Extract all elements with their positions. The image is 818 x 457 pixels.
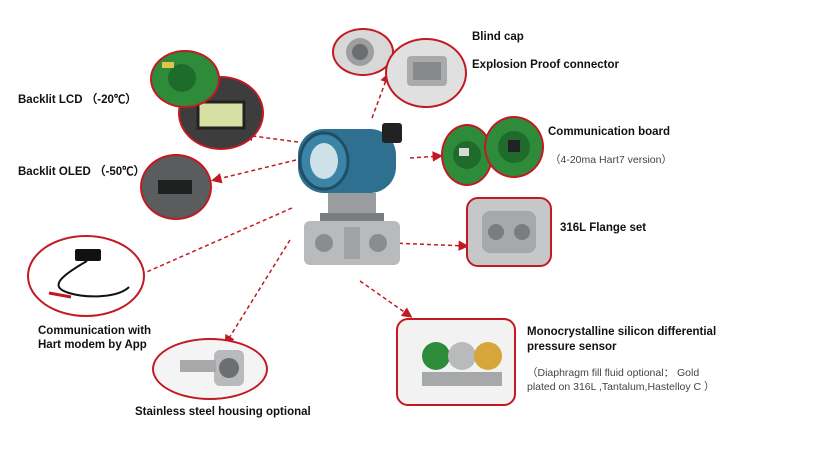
blind-cap-image <box>332 28 394 76</box>
sensor-label-2: pressure sensor <box>527 341 617 353</box>
arrow-blind-cap <box>371 72 391 119</box>
stainless-housing-image <box>152 338 268 400</box>
arrow-housing <box>224 239 291 346</box>
arrow-oled <box>211 159 297 184</box>
arrow-hart-modem <box>130 207 293 280</box>
sensor-image <box>396 318 516 406</box>
hart-modem-image <box>27 235 145 317</box>
sensor-note-1: （Diaphragm fill fluid optional： Gold <box>527 367 700 379</box>
flange-set-image <box>466 197 552 267</box>
sensor-label-1: Monocrystalline silicon differential <box>527 326 717 338</box>
arrow-sensor <box>359 280 413 318</box>
arrow-flange <box>391 240 469 251</box>
communication-board-image-right <box>484 116 544 178</box>
explosion-proof-label: Explosion Proof connector <box>472 59 619 71</box>
transmitter-image <box>290 117 412 280</box>
backlit-oled-label: Backlit OLED （-50℃） <box>18 166 146 178</box>
blind-cap-label: Blind cap <box>472 31 524 43</box>
lcd-pcb-image <box>150 50 220 108</box>
hart-modem-label-1: Communication with <box>38 325 152 337</box>
explosion-proof-connector-image <box>385 38 467 108</box>
stainless-housing-label: Stainless steel housing optional <box>135 406 311 418</box>
hart-modem-label-2: Hart modem by App <box>38 339 147 351</box>
backlit-lcd-label: Backlit LCD （-20℃） <box>18 94 137 106</box>
communication-board-note: （4-20ma Hart7 version） <box>550 154 672 166</box>
flange-set-label: 316L Flange set <box>560 222 647 234</box>
arrow-comm-board <box>409 151 443 162</box>
backlit-oled-image <box>140 154 212 220</box>
communication-board-label: Communication board <box>548 126 671 138</box>
sensor-note-2: plated on 316L ,Tantalum,Hastelloy C ） <box>527 381 715 393</box>
